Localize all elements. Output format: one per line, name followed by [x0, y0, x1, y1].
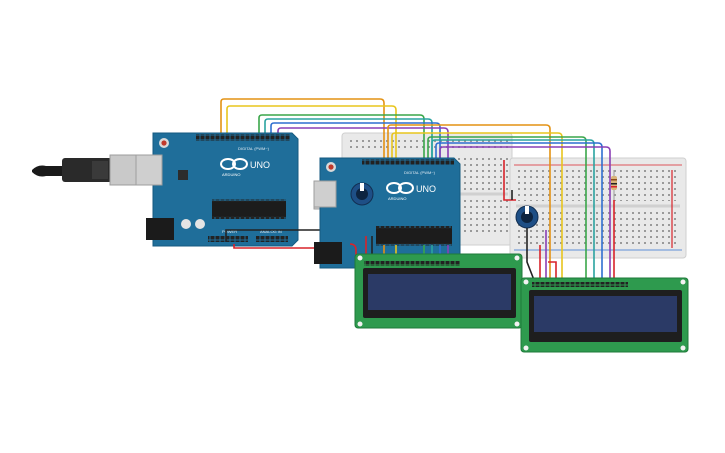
- digital-header-label-right: DIGITAL (PWM~): [404, 170, 436, 175]
- arduino-logo-icon: [220, 158, 248, 170]
- resistor-icon[interactable]: [611, 170, 617, 200]
- lcd-pin-header-right[interactable]: [532, 282, 628, 287]
- arduino-logo-icon: [386, 182, 414, 194]
- arduino-uno-right[interactable]: DIGITAL (PWM~) UNO ARDUINO POWER ANALOG …: [313, 157, 461, 269]
- power-jack: [146, 218, 174, 240]
- lcd-display-left[interactable]: [354, 253, 523, 329]
- power-jack-right: [314, 242, 342, 264]
- lcd-display-right[interactable]: [520, 277, 689, 353]
- breadboard-right[interactable]: [509, 157, 687, 259]
- arduino-uno-left[interactable]: DIGITAL (PWM~) UNO ARDUINO POWER ANALOG …: [135, 132, 299, 247]
- board-model-label: UNO: [250, 160, 270, 170]
- wire-bundle-top: [220, 98, 449, 245]
- analog-header-label: ANALOG IN: [260, 229, 282, 234]
- usb-cable-icon[interactable]: [32, 154, 137, 186]
- potentiometer-icon[interactable]: [515, 205, 539, 229]
- lcd-screen-right: [534, 296, 677, 332]
- board-model-label-right: UNO: [416, 184, 436, 194]
- breadboard-jumper-wires: [503, 160, 615, 281]
- digital-header-right[interactable]: [362, 159, 454, 165]
- power-header[interactable]: [208, 236, 248, 242]
- atmega-chip-right: [376, 228, 452, 244]
- lcd-screen-left: [368, 274, 511, 310]
- power-wires-left: [225, 229, 338, 249]
- analog-header[interactable]: [256, 236, 288, 242]
- usb-port: [135, 154, 163, 186]
- wire-bundle-right: [387, 124, 611, 280]
- board-brand-label: ARDUINO: [222, 172, 240, 177]
- digital-header[interactable]: [196, 134, 290, 141]
- potentiometer-icon[interactable]: [350, 182, 374, 206]
- power-header-label: POWER: [222, 229, 237, 234]
- atmega-chip: [212, 201, 286, 217]
- digital-header-label: DIGITAL (PWM~): [238, 146, 270, 151]
- wire-bundle-left-lcd: [349, 236, 449, 256]
- board-brand-label-right: ARDUINO: [388, 196, 406, 201]
- lcd-pin-header-left[interactable]: [364, 261, 460, 266]
